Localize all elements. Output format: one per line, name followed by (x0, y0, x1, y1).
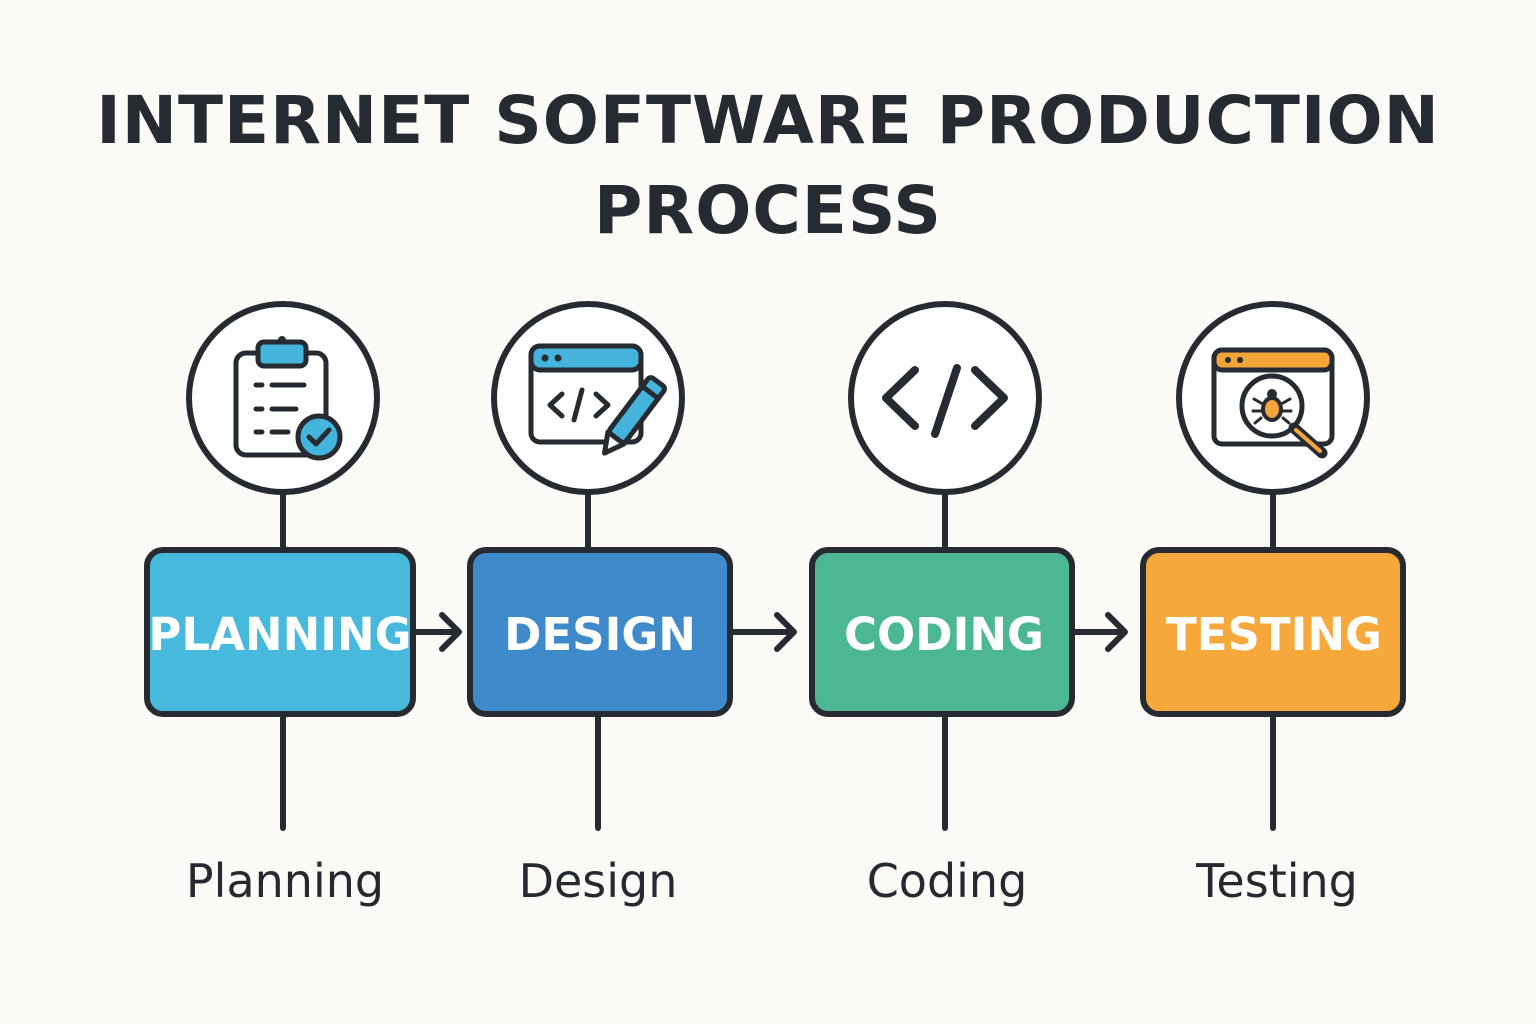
page-title: INTERNET SOFTWARE PRODUCTION PROCESS (0, 76, 1536, 256)
stage-caption-testing: Testing (1196, 854, 1358, 908)
code-window-pencil-icon (528, 343, 667, 456)
arrow-coding-to-testing (1071, 612, 1128, 652)
stage-box-planning-bg (144, 547, 416, 717)
bug-search-icon (1211, 347, 1335, 459)
stage-box-coding: CODING (809, 547, 1075, 717)
stage-box-testing-label: TESTING (1166, 608, 1382, 661)
stage-box-testing-bg (1140, 547, 1406, 717)
stage-caption-coding: Coding (866, 854, 1028, 908)
clipboard-checklist-icon (233, 336, 343, 461)
stage-box-design-label: DESIGN (504, 608, 696, 661)
stage-box-design-bg (467, 547, 733, 717)
stage-box-testing: TESTING (1140, 547, 1406, 717)
stage-box-coding-label: CODING (844, 608, 1044, 661)
stage-box-coding-bg (809, 547, 1075, 717)
stage-caption-design: Design (518, 854, 678, 908)
stage-caption-planning: Planning (185, 854, 385, 908)
icon-circle-planning (186, 301, 380, 495)
title-line-1: INTERNET SOFTWARE PRODUCTION (96, 82, 1440, 159)
code-brackets-icon (882, 364, 1008, 438)
flow-arrows (411, 612, 1128, 652)
stage-box-planning: PLANNING (144, 547, 416, 717)
title-line-2: PROCESS (594, 172, 942, 249)
stage-box-planning-label: PLANNING (148, 608, 411, 661)
connector-lines (280, 489, 1276, 831)
arrow-planning-to-design (411, 612, 462, 652)
stage-box-design: DESIGN (467, 547, 733, 717)
icon-circles (186, 301, 1370, 495)
arrow-design-to-coding (729, 612, 797, 652)
